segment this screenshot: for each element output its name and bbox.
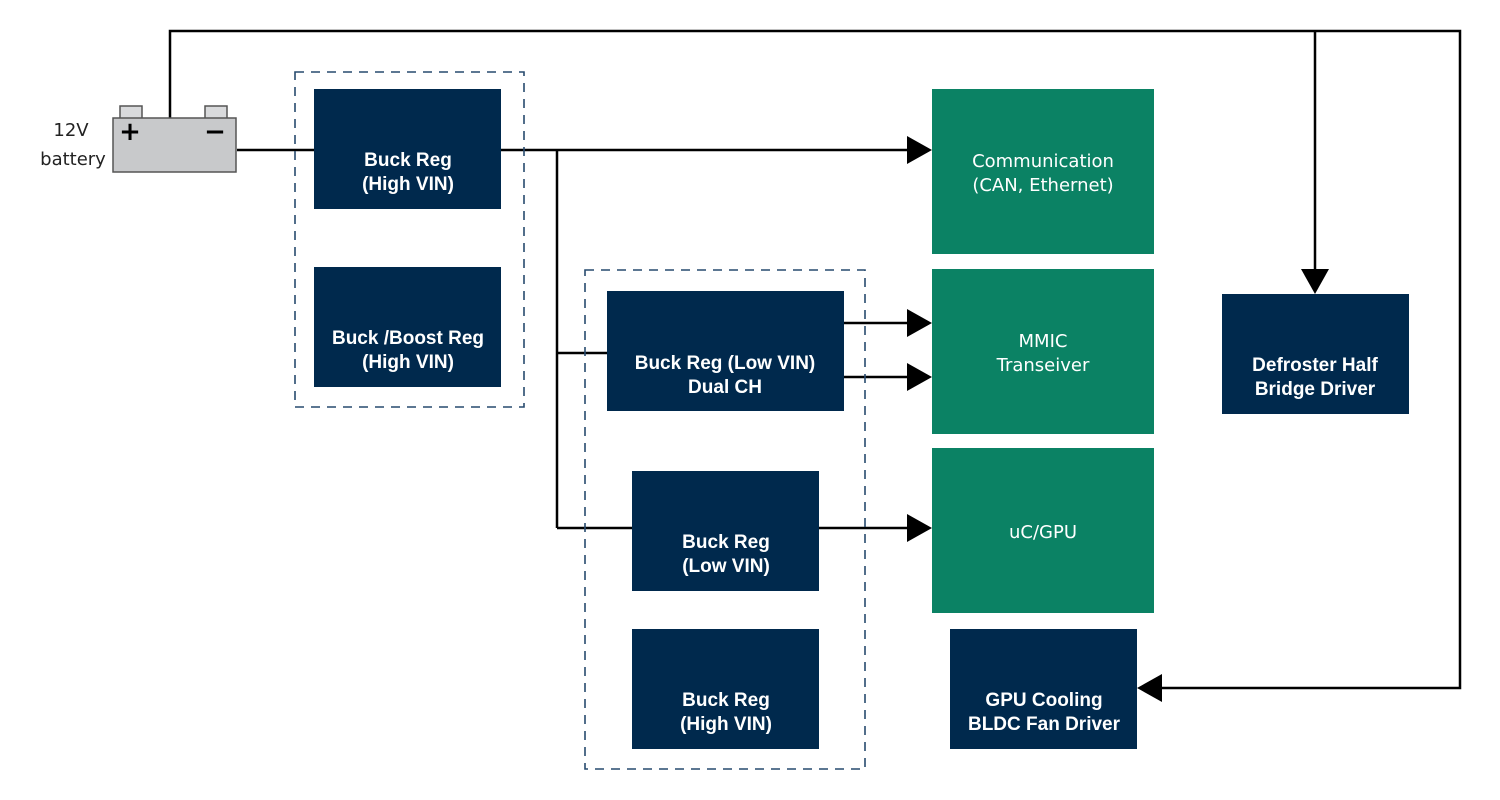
buck-reg-low-vin-dual-line2: Dual CH <box>688 377 762 398</box>
wires <box>168 29 1462 690</box>
buck-reg-low-vin-line2: (Low VIN) <box>682 556 770 577</box>
arrowheads <box>907 136 1329 702</box>
buck-boost-reg-line2: (High VIN) <box>362 352 454 373</box>
mmic-transceiver-block: MMIC Transeiver <box>932 269 1154 434</box>
buck-reg-high-vin-top-block: Buck Reg (High VIN) <box>314 89 501 209</box>
buck-reg-high-vin-bottom-line2: (High VIN) <box>680 714 772 735</box>
gpu-cooling-line1: GPU Cooling <box>985 690 1102 711</box>
battery: + − 12V battery <box>40 105 237 173</box>
buck-reg-high-vin-top-line2: (High VIN) <box>362 174 454 195</box>
uc-gpu-label: uC/GPU <box>1009 522 1077 543</box>
battery-label-voltage: 12V <box>53 120 89 141</box>
communication-line1: Communication <box>972 151 1114 172</box>
mmic-line2: Transeiver <box>996 355 1090 376</box>
battery-label-name: battery <box>40 149 106 170</box>
arrow-mmic-1 <box>907 309 932 337</box>
gpu-cooling-line2: BLDC Fan Driver <box>968 714 1121 735</box>
buck-reg-low-vin-block: Buck Reg (Low VIN) <box>632 471 819 591</box>
arrow-mmic-2 <box>907 363 932 391</box>
gpu-cooling-fan-driver-block: GPU Cooling BLDC Fan Driver <box>950 629 1137 749</box>
battery-feed-loop-wire <box>168 29 1462 690</box>
low-vin-group-outline <box>584 269 866 770</box>
communication-block: Communication (CAN, Ethernet) <box>932 89 1154 254</box>
mmic-line1: MMIC <box>1019 331 1068 352</box>
buck-reg-high-vin-top-line1: Buck Reg <box>364 150 452 171</box>
buck-boost-reg-block: Buck /Boost Reg (High VIN) <box>314 267 501 387</box>
buck-reg-low-vin-dual-line1: Buck Reg (Low VIN) <box>635 353 816 374</box>
arrow-defroster <box>1301 269 1329 294</box>
battery-negative-sign: − <box>204 117 226 147</box>
defroster-driver-line2: Bridge Driver <box>1255 379 1376 400</box>
arrow-communication <box>907 136 932 164</box>
defroster-driver-block: Defroster Half Bridge Driver <box>1222 294 1409 414</box>
buck-reg-high-vin-bottom-block: Buck Reg (High VIN) <box>632 629 819 749</box>
buck-boost-reg-line1: Buck /Boost Reg <box>332 328 484 349</box>
arrow-ucgpu <box>907 514 932 542</box>
buck-reg-low-vin-dual-block: Buck Reg (Low VIN) Dual CH <box>607 291 844 411</box>
high-vin-group-outline <box>294 71 525 408</box>
uc-gpu-block: uC/GPU <box>932 448 1154 613</box>
defroster-driver-line1: Defroster Half <box>1252 355 1378 376</box>
buck-reg-high-vin-bottom-line1: Buck Reg <box>682 690 770 711</box>
battery-positive-sign: + <box>119 117 141 147</box>
arrow-fan-driver <box>1137 674 1162 702</box>
battery-body <box>112 117 237 173</box>
communication-line2: (CAN, Ethernet) <box>972 175 1113 196</box>
buck-reg-low-vin-line1: Buck Reg <box>682 532 770 553</box>
